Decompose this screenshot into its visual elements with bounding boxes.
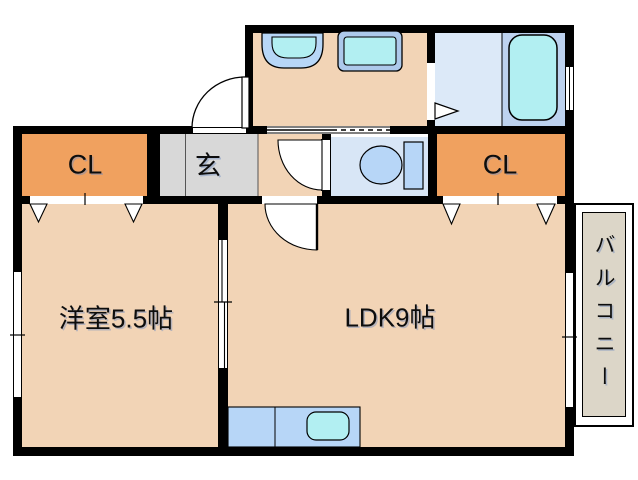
washroom-floor — [253, 33, 427, 126]
closet-right-label: CL — [482, 149, 518, 180]
ldk-door-opening — [262, 196, 317, 204]
entrance-door-arc — [191, 76, 246, 129]
western-room-floor — [22, 204, 218, 447]
entrance-door-threshold — [192, 127, 247, 134]
toilet-floor — [331, 137, 428, 196]
wall-top — [245, 25, 573, 33]
closet-left-label: CL — [67, 149, 103, 180]
window-bathroom — [565, 67, 574, 110]
wall-right-mid — [565, 110, 574, 273]
hallway-floor — [258, 134, 322, 196]
closet-left-opening — [30, 196, 143, 204]
western-room-label: 洋室5.5帖 — [58, 303, 174, 334]
room-divider-sliding-door — [218, 240, 228, 368]
toilet-door-leaf — [321, 139, 331, 191]
window-balcony-door — [565, 273, 574, 407]
bathtub-area-floor — [502, 33, 565, 126]
wall-right-upper — [565, 25, 574, 67]
window-western-left — [13, 272, 22, 397]
closet-left-floor — [22, 134, 147, 196]
entrance-floor — [185, 134, 258, 196]
entrance-step-floor — [160, 134, 185, 196]
wall-closet-entrance — [147, 126, 160, 204]
ldk-label: LDK9帖 — [344, 302, 436, 333]
wall-bottom — [13, 447, 574, 456]
bathroom-wash-floor — [435, 33, 502, 126]
closet-right-floor — [437, 134, 565, 196]
washroom-sliding-door — [267, 126, 390, 134]
wall-band-right — [253, 126, 573, 134]
closet-right-opening — [443, 196, 557, 204]
wall-toilet-right — [428, 126, 437, 203]
entrance-label: 玄 — [194, 150, 222, 181]
wall-band-left — [13, 126, 192, 134]
balcony-label: バルコニー — [592, 233, 615, 399]
wall-washroom-left — [245, 25, 253, 134]
wall-left-lower — [13, 397, 22, 456]
balcony-floor — [582, 212, 626, 417]
wall-right-lower — [565, 407, 574, 456]
bathroom-door-gap — [427, 63, 435, 120]
